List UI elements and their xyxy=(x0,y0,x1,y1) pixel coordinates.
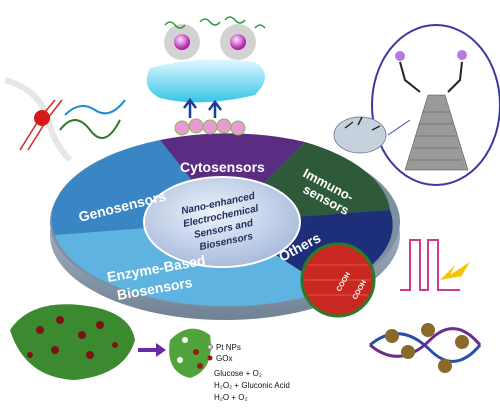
antigen-right xyxy=(457,50,467,60)
cell-body xyxy=(146,59,265,103)
helix-beads xyxy=(385,323,469,373)
sponge-pores xyxy=(27,316,118,359)
immunosensor-illustration xyxy=(333,24,500,186)
helix-strand-2 xyxy=(369,327,482,358)
cytosensor-illustration xyxy=(146,16,266,136)
nanotube-lattice xyxy=(410,111,462,161)
pulse-signal xyxy=(400,239,460,291)
antigen-left xyxy=(395,51,405,61)
legend-glucose: Glucose + O₂ xyxy=(214,369,262,378)
zoom-connector xyxy=(387,119,411,136)
legend-gox: GOx xyxy=(216,354,232,363)
dna-label-dot xyxy=(34,110,50,126)
center-label: Nano-enhanced Electrochemical Sensors an… xyxy=(180,191,259,254)
capture-antibodies xyxy=(183,97,222,118)
arrow-head-icon xyxy=(156,343,166,357)
pt-nps-dot-icon xyxy=(207,344,213,350)
bead-left xyxy=(174,34,190,50)
genosensor-illustration xyxy=(4,77,126,163)
enzyme-particle xyxy=(169,328,211,378)
carbon-nanotube xyxy=(404,94,469,171)
ring-center xyxy=(143,176,301,268)
enzyme-illustration: Pt NPs GOx Glucose + O₂ H₂O₂ + Gluconic … xyxy=(10,304,290,402)
lightning-icon xyxy=(440,262,470,285)
legend-h2o: H₂O + O₂ xyxy=(214,393,248,402)
dna-strand-green xyxy=(59,119,121,139)
bead-right xyxy=(230,34,246,50)
legend-pt-nps: Pt NPs xyxy=(216,343,241,352)
particle-dots xyxy=(177,337,203,369)
legend-h2o2: H₂O₂ + Gluconic Acid xyxy=(214,381,290,390)
gox-dot-icon xyxy=(207,355,213,361)
aptamer-strands xyxy=(164,16,266,29)
cytosensors-label: Cytosensors xyxy=(180,159,265,175)
antibodies xyxy=(399,61,463,93)
cluster-antibodies xyxy=(344,116,381,131)
dna-strand-blue xyxy=(64,99,126,116)
porous-sponge xyxy=(10,304,135,380)
graphene-lattice xyxy=(305,264,371,296)
others-illustration: COOH COOH xyxy=(300,239,482,373)
electrode-beads xyxy=(174,118,246,136)
